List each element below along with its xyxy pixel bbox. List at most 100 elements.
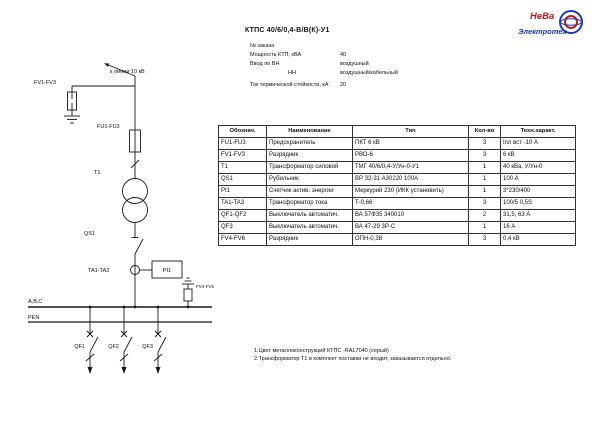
header-name: Наименование — [266, 125, 353, 138]
cell-type: ОПН-0,38 — [352, 233, 469, 246]
cell-designation: PI1 — [218, 185, 267, 198]
spec-row: № заказа — [250, 42, 398, 51]
cell-qty: 1 — [468, 173, 501, 186]
label-qf1: QF1 — [74, 344, 85, 350]
cell-designation: QF1-QF2 — [218, 209, 267, 222]
cell-type: РВО-6 — [352, 149, 469, 162]
cell-type: Т-0,66 — [352, 197, 469, 210]
cell-qty: 3 — [468, 137, 501, 150]
cell-type: ВА 47-29 3Р-С — [352, 221, 469, 234]
cell-tech: 31,5, 63 А — [500, 209, 576, 222]
current-transformer-ta1-ta3: TA1-TA3 — [88, 265, 152, 275]
cell-tech: 3*230/400 — [500, 185, 576, 198]
cell-name: Разрядник — [266, 233, 353, 246]
cell-name: Трансформатор тока — [266, 197, 353, 210]
note-line: 2.Трансформатор Т1 в комплект поставки н… — [254, 356, 452, 362]
header-qty: Кол-во — [468, 125, 501, 138]
surge-arrester-hv: FV1-FV3 — [34, 80, 135, 124]
cell-tech: 40 кВа, У/Ун-0 — [500, 161, 576, 174]
incoming-line-arrow: к линии 10 кВ — [104, 63, 145, 77]
bus-abc: A,B,C — [28, 299, 212, 308]
logo-emblem-icon — [559, 10, 583, 34]
label-qf3: QF3 — [142, 344, 153, 350]
spec-row: Ввод по ВН воздушный — [250, 60, 398, 69]
label-fu1-fu3: FU1-FU3 — [97, 124, 120, 130]
cell-qty: 1 — [468, 185, 501, 198]
table-row: QS1 Рубильник ВР 32-31 А30220 100А 1 100… — [218, 173, 576, 186]
logo-text-elektrotech: Электротех — [518, 27, 567, 36]
spec-value: 20 — [340, 82, 347, 88]
table-row: PI1 Счетчик актив. энергии Меркурий 230 … — [218, 185, 576, 198]
header-designation: Обознач. — [218, 125, 267, 138]
cell-tech: 100/5 0,5S — [500, 197, 576, 210]
table-row: FV1-FV3 Разрядник РВО-6 3 6 кВ — [218, 149, 576, 162]
drawing-title: КТПС 40/6/0,4-В/В(К)-У1 — [245, 27, 330, 34]
header-type: Тип — [352, 125, 469, 138]
cell-qty: 3 — [468, 149, 501, 162]
cell-qty: 3 — [468, 233, 501, 246]
equipment-table: Обознач. Наименование Тип Кол-во Техн.ха… — [218, 125, 576, 246]
spec-label: № заказа — [250, 43, 275, 49]
cell-designation: QF3 — [218, 221, 267, 234]
table-row: FU1-FU3 Предохранитель ПКТ 6 кВ 3 Iпл вс… — [218, 137, 576, 150]
transformer-t1: T1 — [94, 170, 148, 223]
incoming-line-label: к линии 10 кВ — [110, 69, 145, 75]
spec-value: воздушный/кабельный — [340, 70, 398, 76]
spec-label: НН — [288, 70, 296, 76]
spec-label: Ввод по ВН — [250, 61, 280, 67]
cell-designation: TA1-TA3 — [218, 197, 267, 210]
cell-tech: Iпл вст -10 А — [500, 137, 576, 150]
cell-qty: 1 — [468, 221, 501, 234]
cell-designation: QS1 — [218, 173, 267, 186]
cell-tech: 16 А — [500, 221, 576, 234]
label-ta1-ta3: TA1-TA3 — [88, 268, 109, 274]
cell-type: ТМГ 40/6/0,4-У/Ун-0-У1 — [352, 161, 469, 174]
spec-label: Ток термической стойкости, кА — [250, 82, 329, 88]
table-header-row: Обознач. Наименование Тип Кол-во Техн.ха… — [218, 125, 576, 138]
label-t1: T1 — [94, 170, 100, 176]
cell-designation: FU1-FU3 — [218, 137, 267, 150]
table-row: QF1-QF2 Выключатель автоматич. ВА 57Ф35 … — [218, 209, 576, 222]
cell-name: Разрядник — [266, 149, 353, 162]
cell-name: Выключатель автоматич. — [266, 209, 353, 222]
main-feeder-line — [130, 76, 140, 309]
cell-name: Выключатель автоматич. — [266, 221, 353, 234]
cell-designation: T1 — [218, 161, 267, 174]
cell-qty: 2 — [468, 209, 501, 222]
spec-row: Мощность КТП, кВА 40 — [250, 51, 398, 60]
table-row: TA1-TA3 Трансформатор тока Т-0,66 3 100/… — [218, 197, 576, 210]
logo-text-neva: НеВа — [530, 11, 555, 22]
cell-type: Меркурий 230 (ИКК установить) — [352, 185, 469, 198]
label-bus-pen: PEN — [28, 315, 39, 321]
cell-name: Счетчик актив. энергии — [266, 185, 353, 198]
surge-arrester-lv: FV4-FV6 — [182, 277, 215, 309]
cell-type: ВА 57Ф35 340010 — [352, 209, 469, 222]
spec-value: воздушный — [340, 61, 369, 67]
switch-qs1: QS1 — [84, 231, 144, 255]
cell-name: Рубильник — [266, 173, 353, 186]
cell-name: Трансформатор силовой — [266, 161, 353, 174]
cell-tech: 0,4 кВ — [500, 233, 576, 246]
meter-pi1: PI1 — [151, 260, 183, 279]
feeder-qf2: QF2 — [108, 305, 133, 374]
spec-row: НН воздушный/кабельный — [250, 69, 398, 78]
spec-value: 40 — [340, 52, 347, 58]
label-qf2: QF2 — [108, 344, 119, 350]
note-line: 1.Цвет металлоконструкций КТПС -RAL7040 … — [254, 348, 389, 354]
spec-block: № заказа Мощность КТП, кВА 40 Ввод по ВН… — [250, 42, 398, 90]
cell-designation: FV4-FV6 — [218, 233, 267, 246]
cell-qty: 1 — [468, 161, 501, 174]
bus-pen: PEN — [28, 315, 212, 323]
cell-tech: 100 А — [500, 173, 576, 186]
spec-label: Мощность КТП, кВА — [250, 52, 302, 58]
notes: 1.Цвет металлоконструкций КТПС -RAL7040 … — [254, 347, 451, 363]
cell-type: ВР 32-31 А30220 100А — [352, 173, 469, 186]
cell-type: ПКТ 6 кВ — [352, 137, 469, 150]
label-qs1: QS1 — [84, 231, 95, 237]
feeder-qf3: QF3 — [142, 305, 167, 374]
label-fv1-fv3: FV1-FV3 — [34, 80, 56, 86]
table-row: QF3 Выключатель автоматич. ВА 47-29 3Р-С… — [218, 221, 576, 234]
label-fv4-fv6: FV4-FV6 — [196, 284, 215, 289]
